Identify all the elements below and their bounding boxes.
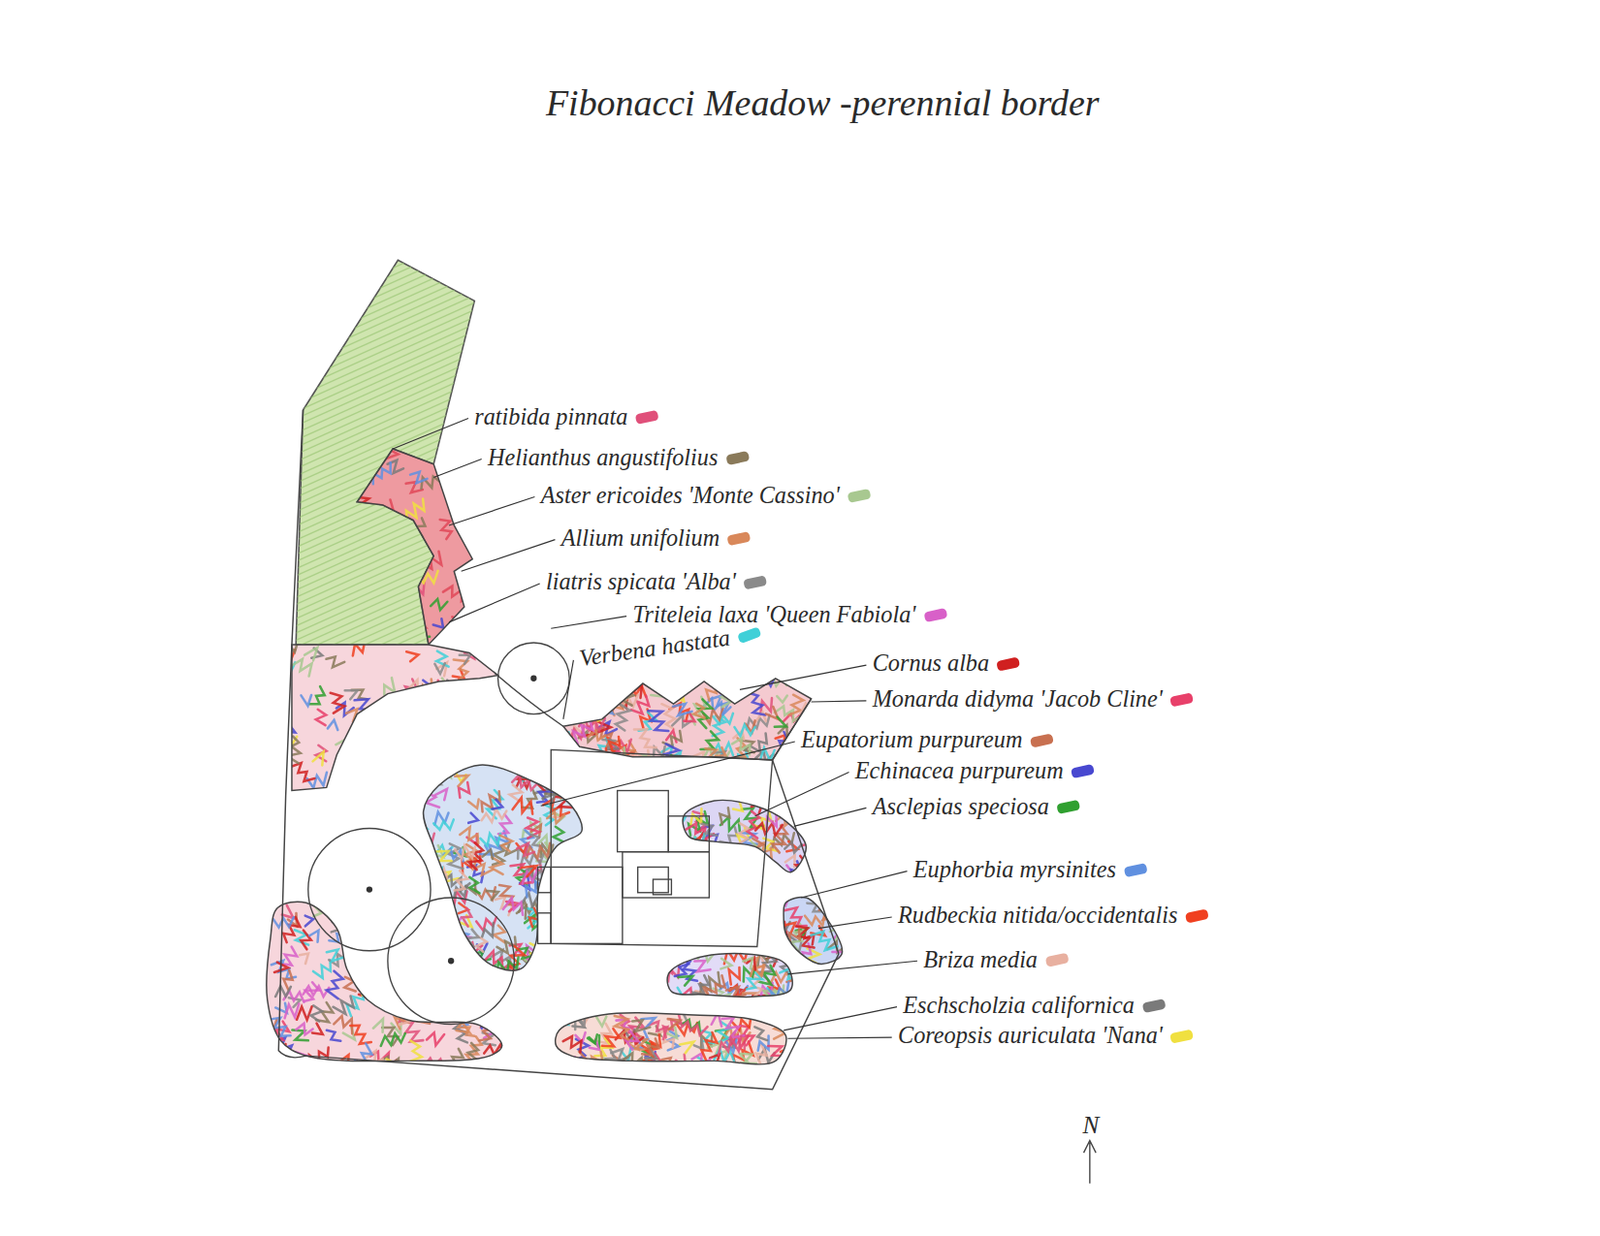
plant-name: Verbena hastata	[577, 624, 733, 672]
legend-item: Coreopsis auriculata 'Nana'	[897, 1023, 1194, 1050]
leader-line	[787, 960, 918, 975]
planting-bed	[356, 448, 473, 645]
color-swatch	[1170, 1029, 1195, 1045]
legend-item: Echinacea purpureum	[855, 758, 1094, 785]
color-swatch	[1045, 953, 1070, 968]
color-swatch	[742, 575, 768, 590]
leader-line	[541, 741, 796, 806]
plant-name: Allium unifolium	[561, 525, 720, 552]
leader-line	[739, 665, 866, 690]
leader-line	[433, 459, 481, 479]
planting-scribbles	[659, 949, 804, 1014]
leader-line	[800, 871, 907, 898]
color-swatch	[725, 450, 750, 466]
leader-line	[563, 660, 575, 720]
color-swatch	[1184, 908, 1210, 924]
legend-item: Helianthus angustifolius	[487, 445, 749, 472]
lawn-hatching	[286, 153, 490, 710]
planting-scribbles	[546, 675, 821, 785]
planting-bed	[682, 800, 806, 872]
planting-scribbles	[557, 1009, 801, 1082]
lawn	[295, 259, 475, 645]
plant-name: Monarda didyma 'Jacob Cline'	[872, 686, 1163, 713]
legend-item: Asclepias speciosa	[872, 794, 1081, 821]
planting-scribbles	[671, 800, 822, 889]
leader-line	[461, 540, 556, 573]
legend-item: ratibida pinnata	[474, 404, 659, 431]
legend-item: Eupatorium purpureum	[800, 727, 1054, 754]
bed-outline	[356, 448, 473, 645]
plan-title: Fibonacci Meadow -perennial border	[545, 81, 1100, 125]
color-swatch	[923, 608, 948, 623]
bed-outline	[266, 901, 503, 1061]
legend-item: Briza media	[923, 947, 1068, 974]
color-swatch	[1142, 998, 1167, 1014]
color-swatch	[635, 410, 660, 425]
north-label: N	[1082, 1112, 1099, 1140]
leader-line	[550, 616, 627, 630]
leader-line	[783, 1007, 897, 1031]
legend-item: Monarda didyma 'Jacob Cline'	[872, 686, 1194, 713]
legend-item: Triteleia laxa 'Queen Fabiola'	[632, 602, 947, 629]
leader-line	[755, 772, 850, 817]
color-swatch	[1056, 800, 1081, 815]
color-swatch	[996, 656, 1022, 672]
legend-item: liatris spicata 'Alba'	[545, 569, 767, 596]
color-swatch	[1070, 764, 1095, 779]
legend-item: Verbena hastata	[577, 620, 763, 672]
color-swatch	[1169, 692, 1194, 707]
plant-name: Rudbeckia nitida/occidentalis	[897, 902, 1178, 929]
color-swatch	[736, 626, 762, 644]
color-swatch	[727, 531, 752, 546]
site-boundary	[278, 410, 839, 1090]
bed-outline	[555, 1013, 787, 1065]
plant-name: Briza media	[923, 947, 1038, 974]
color-swatch	[1122, 863, 1148, 878]
plant-name: Euphorbia myrsinites	[913, 857, 1117, 884]
plant-name: ratibida pinnata	[474, 404, 628, 431]
leader-line	[811, 701, 867, 703]
plant-name: Echinacea purpureum	[855, 758, 1064, 785]
plant-name: Cornus alba	[872, 650, 990, 677]
leader-line	[787, 1037, 892, 1039]
planting-bed	[266, 901, 503, 1061]
legend-item: Eschscholzia californica	[902, 992, 1165, 1020]
legend-item: Aster ericoides 'Monte Cassino'	[541, 482, 871, 510]
bed-outline	[563, 678, 812, 761]
leader-line	[392, 417, 469, 449]
planting-scribbles	[256, 902, 515, 1081]
leader-line	[448, 496, 535, 525]
north-arrow	[1084, 1140, 1097, 1184]
house-outline	[538, 749, 773, 947]
legend-item: Allium unifolium	[561, 525, 751, 552]
legend-item: Euphorbia myrsinites	[913, 857, 1148, 884]
planting-bed	[783, 896, 843, 964]
leader-line	[448, 583, 541, 623]
tree-canopies	[308, 642, 570, 1025]
plant-name: Helianthus angustifolius	[487, 445, 718, 472]
color-swatch	[846, 488, 871, 504]
legend-item: Rudbeckia nitida/occidentalis	[897, 902, 1209, 929]
plant-name: Triteleia laxa 'Queen Fabiola'	[632, 602, 916, 629]
color-swatch	[1029, 733, 1055, 748]
plant-name: Eupatorium purpureum	[800, 727, 1023, 754]
plant-name: Eschscholzia californica	[902, 992, 1135, 1020]
leader-line	[794, 807, 867, 827]
leader-line	[818, 917, 893, 929]
legend-item: Cornus alba	[872, 650, 1021, 677]
bed-outline	[667, 954, 793, 998]
bed-outline	[783, 896, 843, 964]
plant-name: liatris spicata 'Alba'	[545, 569, 736, 596]
bed-outline	[682, 800, 806, 872]
plant-name: Aster ericoides 'Monte Cassino'	[541, 482, 840, 510]
plant-name: Coreopsis auriculata 'Nana'	[897, 1023, 1163, 1050]
planting-scribbles	[336, 448, 485, 657]
plant-name: Asclepias speciosa	[872, 794, 1050, 821]
